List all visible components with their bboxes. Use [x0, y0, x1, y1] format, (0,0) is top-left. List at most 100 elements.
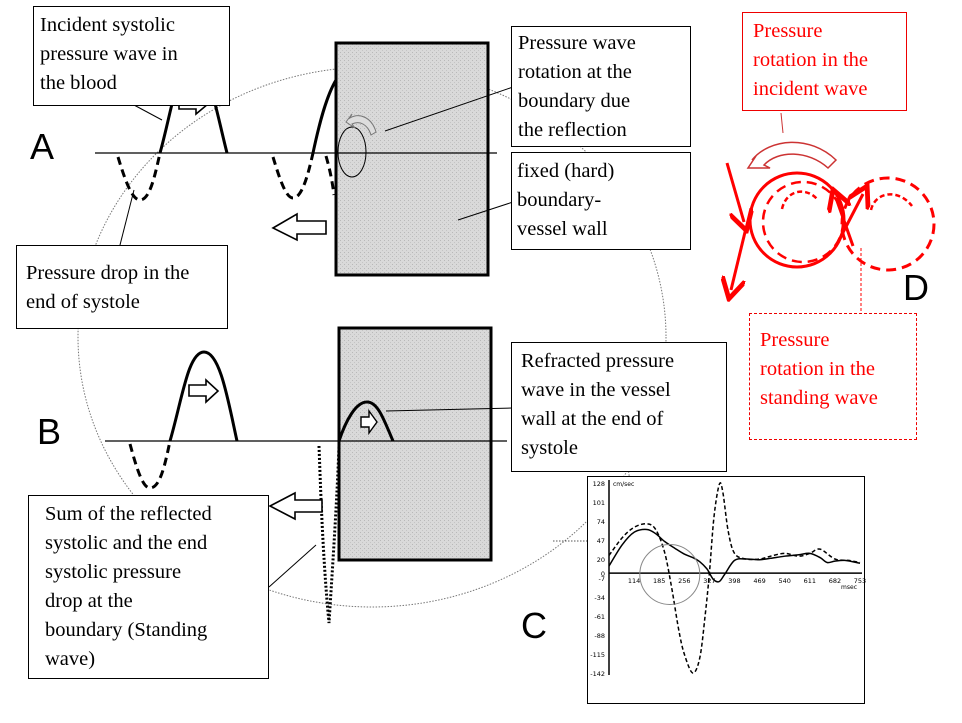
- note-line: rotation in the: [753, 49, 869, 71]
- note-line: Pressure drop in the: [26, 262, 190, 284]
- y-axis-label: cm/sec: [613, 481, 634, 488]
- x-tick-label: 611: [804, 577, 816, 585]
- incident-rotation-note: Pressure rotation in the incident wave: [742, 12, 907, 111]
- y-tick-label: 128: [593, 480, 605, 488]
- reflected-drop-edge-a: [324, 155, 336, 196]
- standing-wave-note: Sum of the reflected systolic and the en…: [28, 495, 269, 679]
- velocity-chart-svg: 128 101 74 47 20 0-7 -34 -61 -88 -115 -142 114 185 25…: [590, 480, 866, 678]
- series-line-dashed: [608, 482, 861, 674]
- note-line: boundary due: [518, 90, 631, 112]
- note-line: pressure wave in: [40, 43, 178, 65]
- rotation-ellipse-a: [337, 126, 367, 178]
- y-tick-label: -88: [594, 632, 605, 640]
- leader-boundary: [457, 201, 514, 221]
- y-tick-label: -61: [594, 613, 605, 621]
- x-tick-label: 185: [653, 577, 665, 585]
- y-tick-label: 101: [593, 499, 605, 507]
- incident-direction-arrow: [725, 162, 744, 222]
- panel-label-b: B: [37, 411, 62, 452]
- y-tick-label: -142: [590, 670, 605, 678]
- rotation-arrow-icon: [345, 113, 377, 136]
- pressure-drop-a: [116, 152, 162, 202]
- x-tick-label: 753: [854, 577, 866, 585]
- y-tick-label: 0: [601, 570, 605, 578]
- vessel-wall-b: [337, 326, 493, 562]
- note-line: incident wave: [753, 78, 868, 100]
- standing-rotation-note: Pressure rotation in the standing wave: [749, 313, 917, 440]
- refracted-note: Refracted pressure wave in the vessel wa…: [511, 342, 727, 472]
- leader-sum: [268, 544, 317, 588]
- series-line-solid: [608, 528, 861, 583]
- note-line: Sum of the reflected: [45, 503, 212, 525]
- note-line: the reflection: [518, 119, 627, 141]
- reflected-drop-a: [271, 152, 315, 200]
- focus-circle: [77, 66, 667, 608]
- note-line: rotation in the: [760, 358, 876, 380]
- note-line: systolic and the end: [45, 532, 208, 554]
- reflected-wave-a: [311, 79, 338, 154]
- y-tick-label: -34: [594, 594, 605, 602]
- note-line: Pressure: [753, 20, 823, 42]
- note-line: vessel wall: [517, 218, 608, 240]
- y-tick-label: 74: [597, 518, 605, 526]
- leader-incident: [133, 104, 163, 121]
- note-line: end of systole: [26, 291, 140, 313]
- note-line: drop at the: [45, 590, 133, 612]
- note-line: wave in the vessel: [521, 379, 671, 401]
- rotation-note: Pressure wave rotation at the boundary d…: [511, 26, 691, 147]
- refracted-wave-b: [337, 400, 395, 442]
- note-line: Refracted pressure: [521, 350, 675, 372]
- leader-rotation: [384, 86, 514, 132]
- velocity-chart: 128 101 74 47 20 0-7 -34 -61 -88 -115 -142 114 185 25…: [587, 476, 866, 704]
- note-line: Incident systolic: [40, 14, 175, 36]
- vessel-wall-a: [334, 41, 490, 277]
- incident-wave-b: [168, 350, 239, 442]
- standing-wave-b: [317, 445, 341, 624]
- leader-refracted: [385, 407, 513, 412]
- y-tick-label: -115: [590, 651, 605, 659]
- x-tick-label: 114: [628, 577, 640, 585]
- panel-label-a: A: [30, 126, 55, 167]
- standing-right-arrow: [835, 194, 863, 245]
- incident-wave-note: Incident systolic pressure wave in the b…: [33, 6, 230, 106]
- y-tick-label: 47: [597, 537, 605, 545]
- note-line: fixed (hard): [517, 160, 615, 182]
- highlight-circle: [639, 543, 701, 605]
- curved-arrow-icon: [746, 141, 838, 170]
- x-tick-label: 469: [753, 577, 765, 585]
- note-line: boundary (Standing: [45, 619, 208, 641]
- note-line: standing wave: [760, 387, 878, 409]
- x-tick-label: 540: [778, 577, 790, 585]
- boundary-note: fixed (hard) boundary- vessel wall: [511, 152, 691, 250]
- x-axis-label: msec: [841, 584, 857, 591]
- y-tick-label: -7: [599, 575, 605, 583]
- inner-rotation-arrow-icon: [780, 190, 819, 210]
- note-line: systole: [521, 437, 578, 459]
- standing-rotation-arrow-icon: [869, 193, 913, 211]
- note-line: wave): [45, 648, 96, 670]
- x-tick-label: 682: [829, 577, 841, 585]
- panel-label-d: D: [903, 267, 929, 308]
- right-arrow-icon: [188, 378, 220, 404]
- left-arrow-icon: [271, 212, 327, 242]
- note-line: Pressure: [760, 329, 830, 351]
- note-line: Pressure wave: [518, 32, 636, 54]
- panel-label-c: C: [521, 605, 547, 646]
- right-arrow-icon: [360, 408, 378, 436]
- left-arrow-icon: [268, 491, 323, 521]
- leader-incident-rotation: [780, 112, 784, 134]
- standing-up-arrow: [836, 198, 855, 247]
- note-line: wall at the end of: [521, 408, 664, 430]
- note-line: the blood: [40, 72, 117, 94]
- leader-drop: [119, 189, 135, 246]
- y-tick-label: 20: [597, 556, 605, 564]
- x-tick-label: 398: [728, 577, 740, 585]
- standing-rotation-circle: [840, 176, 936, 272]
- reflected-direction-arrow: [731, 227, 748, 290]
- x-tick-label: 256: [678, 577, 690, 585]
- incident-inner-dashed-circle: [761, 180, 845, 264]
- note-line: systolic pressure: [45, 561, 182, 583]
- note-line: boundary-: [517, 189, 602, 211]
- pressure-drop-note: Pressure drop in the end of systole: [16, 245, 228, 329]
